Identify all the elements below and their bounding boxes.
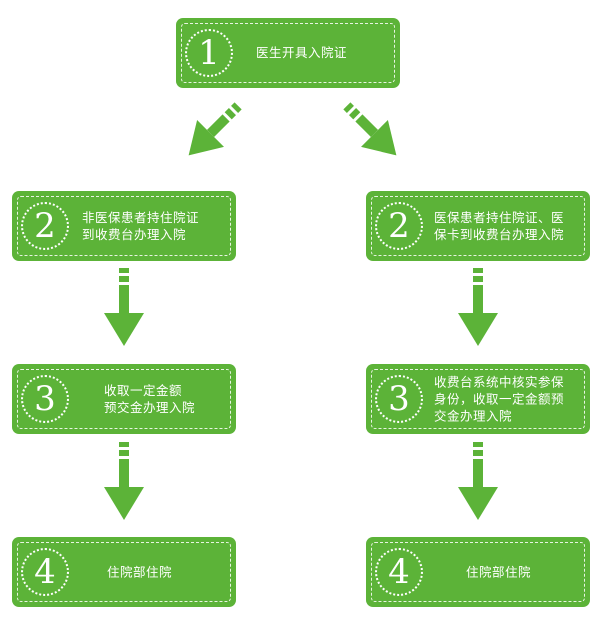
right-step-2-number: 2 bbox=[375, 202, 423, 250]
left-step-4-text: 住院部住院 bbox=[107, 564, 172, 581]
left-step-4-line-1: 住院部住院 bbox=[107, 564, 173, 580]
arrow-down-right bbox=[343, 102, 397, 156]
left-step-2-text: 非医保患者持住院证 到收费台办理入院 bbox=[82, 209, 199, 243]
left-step-2-box: 2 非医保患者持住院证 到收费台办理入院 bbox=[12, 191, 236, 261]
right-step-2-line-1: 医保患者持住院证、医 bbox=[434, 210, 565, 225]
step-1-number: 1 bbox=[185, 29, 233, 77]
right-step-4-text: 住院部住院 bbox=[466, 564, 531, 581]
right-step-2-line-2: 保卡到收费台办理入院 bbox=[434, 227, 565, 242]
left-step-3-line-2: 预交金办理入院 bbox=[104, 400, 196, 415]
left-step-2-line-1: 非医保患者持住院证 bbox=[82, 210, 200, 225]
step-1-text: 医生开具入院证 bbox=[256, 45, 348, 60]
right-step-4-number: 4 bbox=[375, 548, 423, 596]
right-step-2-box: 2 医保患者持住院证、医 保卡到收费台办理入院 bbox=[366, 191, 590, 261]
left-arrow-1 bbox=[104, 268, 144, 346]
right-arrow-1 bbox=[458, 268, 498, 346]
right-step-2-text: 医保患者持住院证、医 保卡到收费台办理入院 bbox=[434, 209, 564, 243]
left-step-3-text: 收取一定金额 预交金办理入院 bbox=[104, 382, 195, 416]
arrow-down-left bbox=[188, 102, 242, 156]
right-step-4-box: 4 住院部住院 bbox=[366, 537, 590, 607]
right-step-3-line-1: 收费台系统中核实参保 bbox=[434, 374, 565, 390]
right-step-3-box: 3 收费台系统中核实参保 身份，收取一定金额预 交金办理入院 bbox=[366, 364, 590, 434]
left-step-4-box: 4 住院部住院 bbox=[12, 537, 236, 607]
right-step-3-line-3: 交金办理入院 bbox=[434, 408, 513, 424]
left-step-3-number: 3 bbox=[21, 375, 69, 423]
left-step-3-box: 3 收取一定金额 预交金办理入院 bbox=[12, 364, 236, 434]
left-step-2-line-2: 到收费台办理入院 bbox=[82, 227, 187, 242]
step-1-box: 1 医生开具入院证 bbox=[176, 18, 400, 88]
right-step-3-line-2: 身份，收取一定金额预 bbox=[434, 391, 565, 407]
right-arrow-2 bbox=[458, 442, 498, 520]
left-step-4-number: 4 bbox=[21, 548, 69, 596]
right-step-3-number: 3 bbox=[375, 375, 423, 423]
left-step-2-number: 2 bbox=[21, 202, 69, 250]
right-step-4-line-1: 住院部住院 bbox=[466, 564, 532, 580]
right-step-3-text: 收费台系统中核实参保 身份，收取一定金额预 交金办理入院 bbox=[434, 374, 564, 425]
left-step-3-line-1: 收取一定金额 bbox=[104, 383, 183, 398]
left-arrow-2 bbox=[104, 442, 144, 520]
